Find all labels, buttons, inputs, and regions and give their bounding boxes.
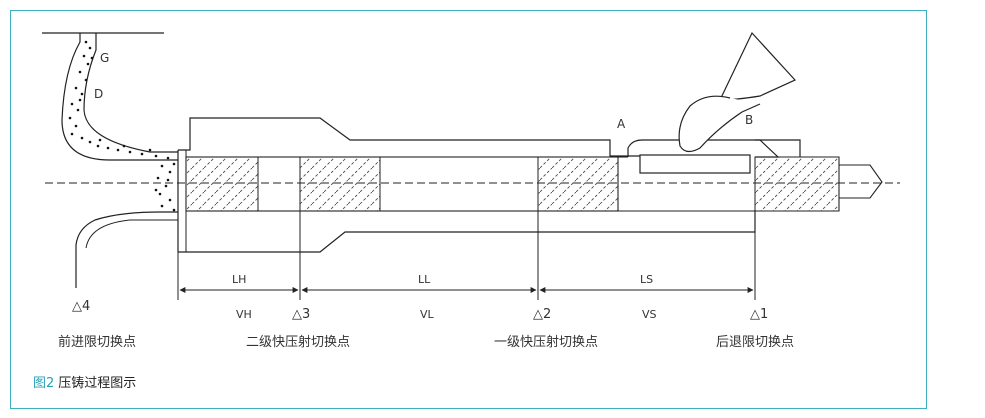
mark-2: △2 [533,307,551,322]
label-LS: LS [640,273,653,286]
label-VH: VH [236,308,252,321]
die-cavity-outline [61,33,178,161]
die-cavity-inner [83,33,178,153]
caption-text: 压铸过程图示 [58,375,136,391]
label-LL: LL [418,273,431,286]
label-A: A [617,117,626,131]
hatch-section-1 [185,156,259,212]
ladle-body [719,31,796,101]
mark-3: △3 [292,307,310,322]
hatch-section-4 [754,156,840,212]
pour-hole [627,139,780,158]
label-D: D [94,87,103,101]
hatch-section-2 [299,156,381,212]
mark-1: △1 [750,307,768,322]
point-name-3: 二级快压射切换点 [246,334,350,350]
label-VL: VL [420,308,435,321]
ladle-spout [678,95,761,153]
label-VS: VS [642,308,657,321]
die-lower-inner [85,219,178,249]
die-lower-outline [75,211,178,288]
point-name-2: 一级快压射切换点 [494,334,598,350]
caption-number: 图2 [33,376,54,391]
point-name-4: 前进限切换点 [58,334,136,350]
rod-tail [839,164,883,199]
label-LH: LH [232,273,246,286]
hatch-section-3 [537,156,619,212]
pour-opening [639,154,751,174]
molten-metal-dots [68,40,176,212]
label-B: B [745,113,753,127]
shot-sleeve-bottom [178,210,756,253]
shot-sleeve-top [178,117,640,157]
label-G: G [100,51,109,65]
figure-caption: 图2 压铸过程图示 [33,375,136,391]
point-name-1: 后退限切换点 [716,335,794,350]
mark-4: △4 [72,299,90,314]
